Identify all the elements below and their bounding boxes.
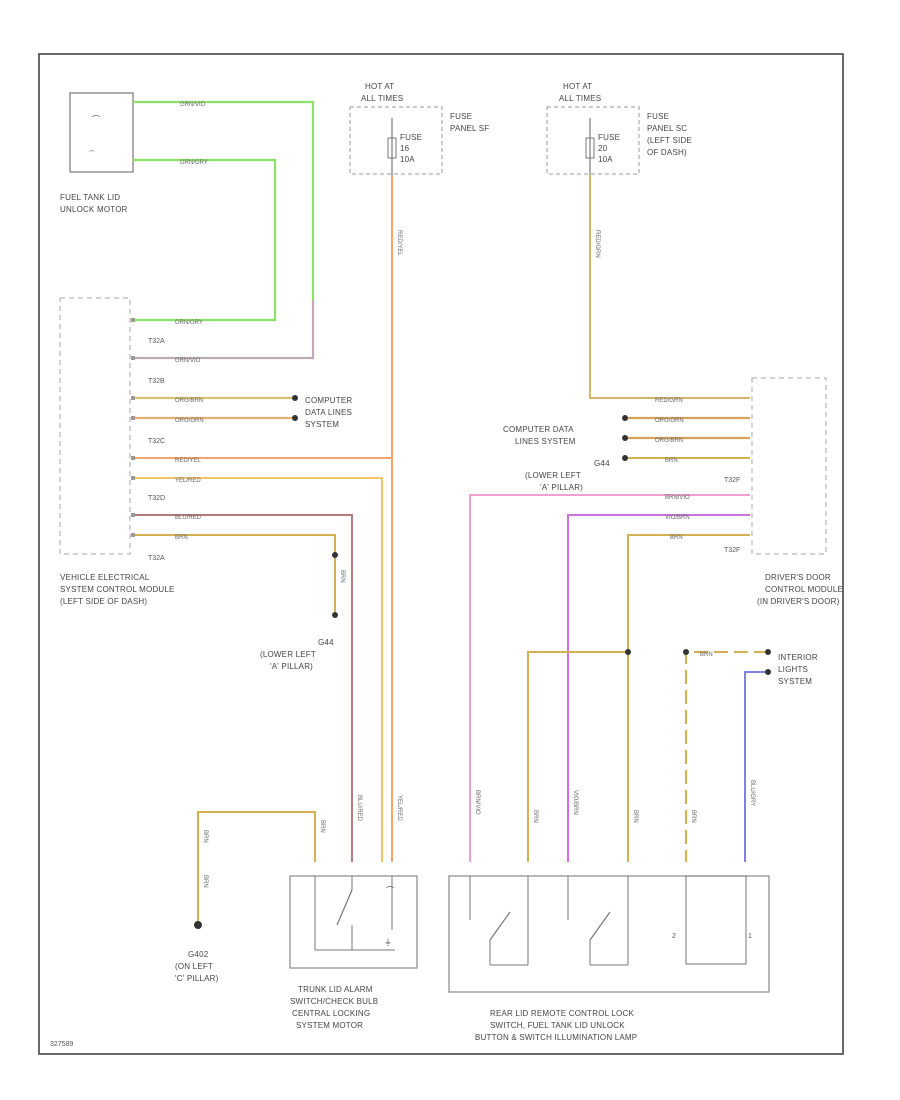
vlabel-brn-2: BRN: [632, 810, 638, 823]
wire-label-grn-gry: GRN/GRY: [180, 160, 208, 166]
vlabel-yel-red: YEL/RED: [396, 795, 402, 821]
wire-blu-gry: [744, 671, 768, 862]
vlabel-brn-g402-1: BRN: [202, 830, 208, 843]
vlabel-brn-vio: BRN/VIO: [474, 790, 480, 815]
rear-lid-switch-label: REAR LID REMOTE CONTROL LOCK SWITCH, FUE…: [475, 1009, 637, 1042]
drivers-door-label: DRIVER'S DOOR CONTROL MODULE (IN DRIVER'…: [757, 573, 846, 606]
wire-label-org-grn: ORG/GRN: [175, 418, 204, 424]
wire-label-org-brn: ORG/BRN: [175, 398, 203, 404]
wire-brn-door: [627, 534, 750, 862]
wire-brn-g402: [197, 811, 316, 925]
rear-lid-switch-box: 2 1: [448, 875, 770, 993]
conn-t32a-1: T32A: [148, 338, 165, 345]
labels: FUEL TANK LID UNLOCK MOTOR HOT AT ALL TI…: [50, 82, 846, 1048]
g402-label: G402 (ON LEFT 'C' PILLAR): [175, 950, 219, 983]
conn-t32f-2: T32F: [724, 547, 740, 554]
wire-grn-gry: [133, 158, 277, 322]
vlabel-blu-red: BLU/RED: [356, 795, 362, 822]
fuse-panel-sf: [349, 106, 443, 175]
drivers-door-module-box: [751, 377, 827, 555]
vehicle-module-box: [59, 297, 131, 555]
conn-t32f-1: T32F: [724, 477, 740, 484]
vlabel-brn-g402-2: BRN: [202, 875, 208, 888]
fuel-tank-motor-label: FUEL TANK LID UNLOCK MOTOR: [60, 193, 128, 214]
vlabel-red-grn: RED/GRN: [594, 230, 600, 258]
fuse-sc-hot-label: HOT AT ALL TIMES: [559, 82, 601, 103]
fuse-panel-sc: [546, 106, 640, 175]
conn-t32c: T32C: [148, 438, 165, 445]
wire-label-brn-r2: BRN: [670, 535, 683, 541]
wire-label-org-grn-r: ORG/GRN: [655, 418, 684, 424]
wire-label-brn: BRN: [175, 535, 188, 541]
fuel-motor-l1: FUEL TANK LID: [60, 193, 120, 202]
wire-label-grn-gry-2: GRN/GRY: [175, 320, 203, 326]
wire-blu-red: [133, 514, 353, 862]
vehicle-module-label: VEHICLE ELECTRICAL SYSTEM CONTROL MODULE…: [60, 573, 177, 606]
conn-t32d: T32D: [148, 495, 165, 502]
motor-symbol-icon: ⌒: [92, 115, 100, 124]
lamp-pin-2: 1: [748, 933, 752, 940]
wire-brn-vio: [469, 494, 750, 862]
g44-left-label: G44 (LOWER LEFT 'A' PILLAR): [260, 638, 336, 671]
wire-vio-brn: [567, 514, 750, 862]
lamp-pin-1: 2: [672, 933, 676, 940]
fuse-sf-hot-label: HOT AT ALL TIMES: [361, 82, 403, 103]
vlabel-red-yel: RED/YEL: [396, 230, 402, 256]
wire-label-org-brn-r: ORG/BRN: [655, 438, 683, 444]
wire-label-red-yel: RED/YEL: [175, 458, 201, 464]
wire-red-yel: [133, 175, 393, 459]
wire-label-vio-brn: VIO/BRN: [665, 515, 690, 521]
wire-label-red-grn: RED/GRN: [655, 398, 683, 404]
vlabel-vio-brn: VIO/BRN: [572, 790, 578, 815]
motor-ground-icon: ⌢: [89, 146, 94, 155]
vlabel-brn-trunk: BRN: [319, 820, 325, 833]
wire-label-brn-int: BRN: [700, 652, 713, 658]
wire-label-yel-red: YEL/RED: [175, 478, 201, 484]
wire-brn-interior: [685, 651, 768, 862]
wire-brn-g44: [133, 534, 336, 615]
wire-label-grn-vio-2: GRN/VIO: [175, 358, 201, 364]
wire-yel-red: [133, 477, 383, 862]
fuel-tank-lid-motor: ⌒ ⌢: [69, 92, 134, 173]
module-pins-left: [131, 318, 135, 537]
trunk-ground-icon: ⏚: [384, 938, 392, 947]
vlabel-brn-3: BRN: [690, 810, 696, 823]
vlabel-brn-g44: BRN: [339, 570, 345, 583]
diagram-frame: [38, 53, 844, 1055]
trunk-motor-icon: ⌒: [386, 886, 394, 895]
conn-t32a-2: T32A: [148, 555, 165, 562]
conn-t32b: T32B: [148, 378, 165, 385]
g44-right-label: G44(LOWER LEFT'A' PILLAR): [525, 459, 610, 492]
diagram-id: 327589: [50, 1041, 73, 1048]
trunk-switch-label: TRUNK LID ALARM SWITCH/CHECK BULB CENTRA…: [290, 985, 381, 1030]
wire-red-grn: [589, 175, 750, 399]
wire-label-grn-vio: GRN/VIO: [180, 102, 206, 108]
fuel-motor-l2: UNLOCK MOTOR: [60, 205, 128, 214]
interior-lights-label: INTERIOR LIGHTS SYSTEM: [778, 653, 820, 686]
wire-label-blu-red: BLU/RED: [175, 515, 202, 521]
wire-label-brn-r: BRN: [665, 458, 678, 464]
junction-dots: [194, 395, 771, 929]
vlabel-brn-1: BRN: [532, 810, 538, 823]
trunk-switch-box: ⌒ ⏚: [289, 875, 418, 969]
vlabel-blu-gry: BLU/GRY: [749, 780, 755, 806]
wire-label-brn-vio: BRN/VIO: [665, 495, 690, 501]
